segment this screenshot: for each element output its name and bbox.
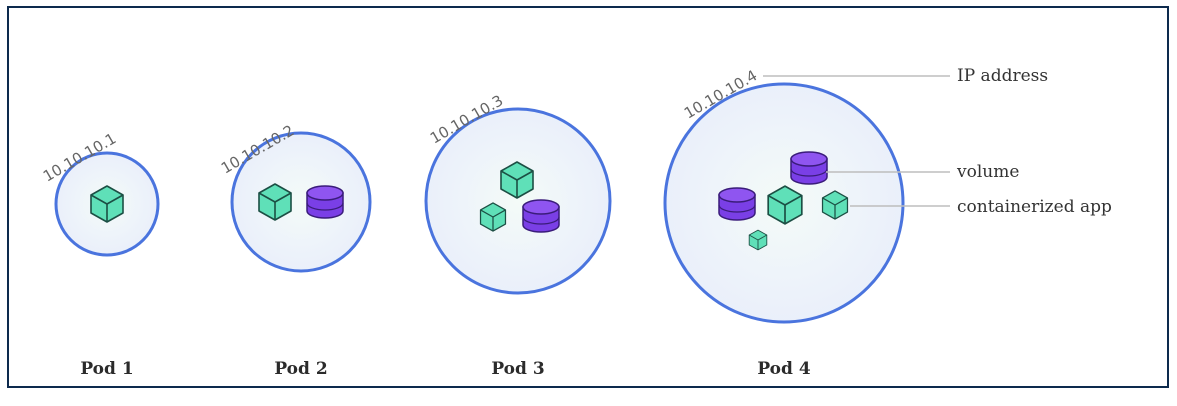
volume-icon xyxy=(718,187,756,221)
container-icon xyxy=(479,202,507,232)
volume-icon xyxy=(522,199,560,233)
volume-icon xyxy=(790,151,828,185)
container-icon xyxy=(90,185,124,223)
pod-3-label: Pod 3 xyxy=(491,359,544,379)
pod-2-circle xyxy=(230,131,372,273)
volume-icon xyxy=(306,185,344,219)
legend-ip-address: IP address xyxy=(957,66,1048,86)
legend-volume: volume xyxy=(956,162,1019,182)
legend-containerized-app: containerized app xyxy=(957,197,1112,217)
pod-1-label: Pod 1 xyxy=(80,359,133,379)
pod-2: 10.10.10.2 Pod 2 xyxy=(218,121,372,379)
container-icon xyxy=(767,185,803,225)
legend-leaders xyxy=(763,75,950,207)
container-icon xyxy=(258,183,292,221)
pod-2-label: Pod 2 xyxy=(274,359,327,379)
pod-4-label: Pod 4 xyxy=(757,359,810,379)
container-icon xyxy=(821,190,849,220)
container-icon xyxy=(500,161,534,199)
container-icon xyxy=(748,229,768,251)
pod-3-circle xyxy=(424,107,612,295)
